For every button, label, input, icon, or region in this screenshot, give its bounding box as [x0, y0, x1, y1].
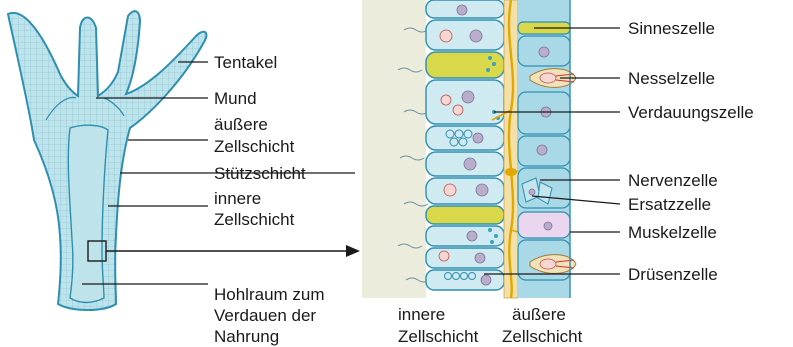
label-nesselzelle: Nesselzelle — [628, 69, 715, 88]
label-verdauungszelle: Verdauungszelle — [628, 103, 754, 122]
label-bottom-aeussere-line1: äußere — [512, 305, 566, 324]
label-muskelzelle: Muskelzelle — [628, 223, 717, 242]
outer-cell-layer — [518, 0, 576, 298]
right-labels: Sinneszelle Nesselzelle Verdauungszelle … — [628, 19, 754, 284]
gut-lumen — [362, 0, 426, 298]
nerve-cell-body — [505, 168, 517, 176]
gland-cell — [426, 206, 504, 224]
label-aeussere-line2: Zellschicht — [214, 137, 295, 156]
label-innere-line2: Zellschicht — [214, 210, 295, 229]
label-hohlraum-line2: Verdauen der — [214, 306, 316, 325]
label-bottom-innere-line1: innere — [398, 305, 445, 324]
zoom-arrow — [106, 245, 360, 257]
left-labels: Tentakel Mund äußere Zellschicht Stützsc… — [214, 53, 325, 346]
label-tentakel: Tentakel — [214, 53, 277, 72]
label-nervenzelle: Nervenzelle — [628, 171, 718, 190]
hydra-body — [8, 11, 206, 310]
inner-cell-layer — [426, 0, 504, 290]
label-stuetzschicht: Stützschicht — [214, 164, 306, 183]
label-bottom-innere-line2: Zellschicht — [398, 327, 479, 346]
label-ersatzzelle: Ersatzzelle — [628, 195, 711, 214]
label-hohlraum-line3: Nahrung — [214, 327, 279, 346]
hydra-outline — [8, 11, 206, 310]
label-mund: Mund — [214, 89, 257, 108]
bottom-labels: innere Zellschicht äußere Zellschicht — [398, 305, 583, 346]
label-hohlraum-line1: Hohlraum zum — [214, 285, 325, 304]
inner-cell — [426, 248, 504, 268]
inner-cell — [426, 178, 504, 204]
label-bottom-aeussere-line2: Zellschicht — [502, 327, 583, 346]
tissue-detail — [362, 0, 576, 298]
hydra-gut-cavity — [68, 125, 108, 302]
label-innere-line1: innere — [214, 189, 261, 208]
label-sinneszelle: Sinneszelle — [628, 19, 715, 38]
label-aeussere-line1: äußere — [214, 115, 268, 134]
label-druesenzelle: Drüsenzelle — [628, 265, 718, 284]
inner-cell — [426, 20, 504, 50]
